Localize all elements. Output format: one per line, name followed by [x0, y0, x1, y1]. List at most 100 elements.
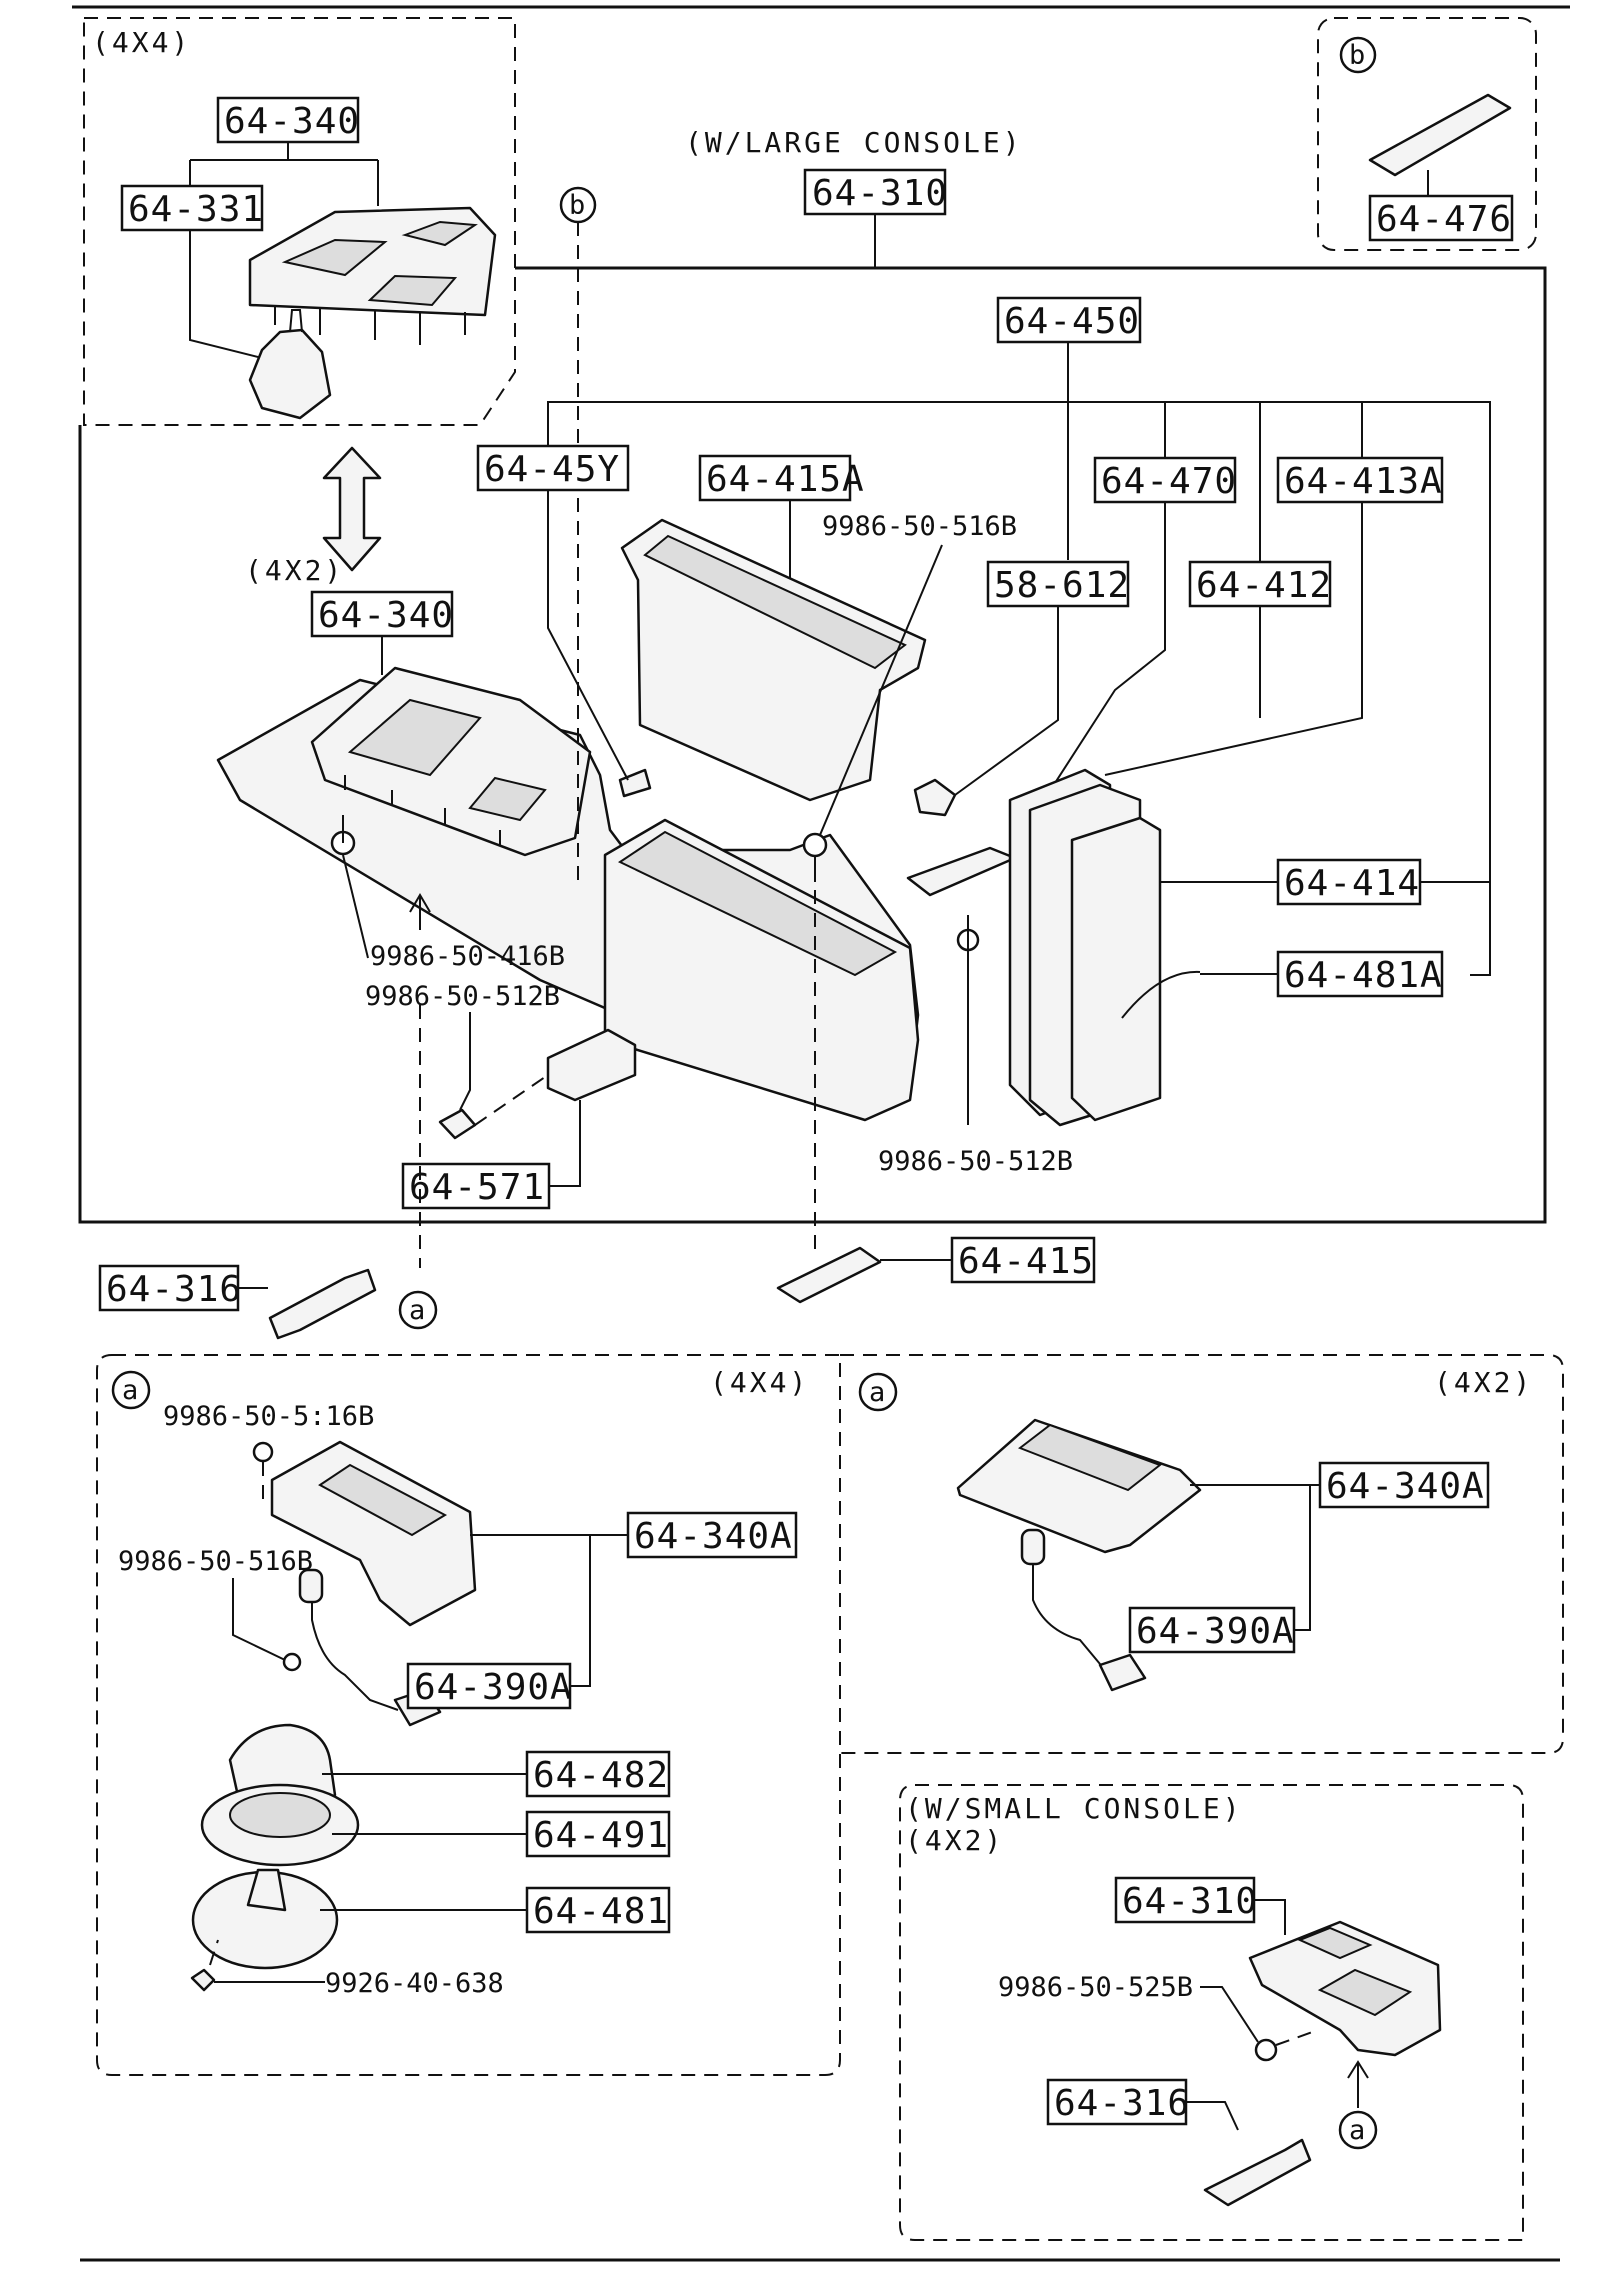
label-64-450-box — [996, 296, 1142, 344]
label-64-481a: 64-481A — [1284, 955, 1443, 996]
pad-64-415 — [776, 1246, 882, 1304]
leader-64-310-small — [1254, 1899, 1286, 1935]
bezel-4x2-window-2 — [468, 776, 547, 822]
label-64-476-box — [1368, 194, 1514, 242]
leader-f516-4x4-mid — [232, 1578, 286, 1661]
inset-a-4x2-frame — [840, 1354, 1564, 1754]
lid-64-414 — [1070, 816, 1162, 1122]
arrow-up-left — [409, 893, 431, 930]
tray-64-415a-opening — [643, 534, 907, 670]
label-f512-left: 9986-50-512B — [365, 981, 560, 1012]
label-64-481: 64-481 — [533, 1891, 669, 1932]
leader-64-340-4x4 — [189, 142, 379, 206]
screw-525b-dash — [1275, 2029, 1319, 2046]
label-64-310-top: 64-310 — [812, 173, 948, 214]
label-64-316-upper-box — [98, 1264, 240, 1312]
leader-64-571 — [549, 1100, 581, 1187]
screw-4x4-mid — [282, 1652, 302, 1672]
label-64-45y-box — [476, 444, 630, 492]
bracket-64-316-upper — [268, 1268, 377, 1340]
bulb-4x4 — [298, 1568, 324, 1604]
leader-64-470 — [1014, 402, 1166, 846]
screw-dash-left — [474, 1074, 549, 1126]
label-64-415-box — [950, 1236, 1096, 1284]
label-64-450: 64-450 — [1004, 301, 1140, 342]
bezel-4x4-pins — [274, 305, 466, 345]
label-f516-4x4-mid: 9986-50-516B — [118, 1546, 313, 1577]
bezel-4x4-window-2 — [367, 274, 458, 307]
bulb-4x2 — [1020, 1528, 1046, 1566]
leader-f512-left — [459, 1012, 471, 1111]
label-64-340-4x2-box — [310, 590, 454, 638]
switch-64-470 — [906, 846, 1017, 897]
label-64-491: 64-491 — [533, 1815, 669, 1856]
leader-64-316-small — [1186, 2101, 1239, 2131]
callout-b-top-right — [1339, 36, 1377, 74]
connector-4x2 — [1098, 1653, 1147, 1692]
leader-f516-large — [819, 544, 943, 836]
inset-b-frame — [1317, 17, 1537, 251]
leader-f525 — [1200, 1986, 1259, 2043]
label-64-310-top-box — [803, 168, 947, 216]
bezel-64-340a-4x4-indicator — [318, 1463, 448, 1537]
inset-small-console-frame — [899, 1784, 1524, 2241]
label-58-612: 58-612 — [994, 565, 1130, 606]
bezel-4x2-window-1 — [347, 698, 482, 777]
callout-b-label-2: b — [569, 190, 585, 221]
leader-64-340a-4x4 — [470, 1534, 628, 1687]
label-64-482-box — [525, 1750, 671, 1798]
bracket-64-571 — [546, 1028, 637, 1102]
label-64-413a-box — [1276, 456, 1444, 504]
label-f638: 9926-40-638 — [325, 1968, 504, 1999]
label-64-414: 64-414 — [1284, 863, 1420, 904]
console-bin-opening — [617, 830, 898, 977]
lid-strap — [1121, 970, 1201, 1019]
label-f525: 9986-50-525B — [998, 1972, 1193, 2003]
callout-a-label-2: a — [122, 1375, 138, 1406]
caption-4x2-right: (4X2) — [1434, 1366, 1533, 1399]
leader-64-340a-4x2 — [1190, 1484, 1320, 1631]
bulb-58-612 — [913, 778, 957, 817]
inset-4x4-frame — [83, 17, 516, 426]
label-64-491-box — [525, 1810, 671, 1858]
leader-64-331 — [189, 230, 271, 361]
label-f416: 9986-50-416B — [370, 941, 565, 972]
wire-4x4 — [311, 1590, 399, 1711]
caption-w-small-console: (W/SMALL CONSOLE) — [905, 1792, 1243, 1825]
label-64-415a: 64-415A — [706, 459, 865, 500]
label-64-390a-4x4: 64-390A — [414, 1667, 573, 1708]
bezel-64-340a-4x4 — [270, 1440, 477, 1627]
boot-64-481-top — [246, 1868, 287, 1912]
caption-w-large-console: (W/LARGE CONSOLE) — [685, 126, 1023, 159]
console-small-window-2 — [1317, 1968, 1413, 2017]
clip-516b — [802, 832, 828, 858]
label-64-310-small: 64-310 — [1122, 1881, 1258, 1922]
label-f516-large: 9986-50-516B — [822, 511, 1017, 542]
label-64-316-small: 64-316 — [1054, 2083, 1190, 2124]
shift-boot-4x4 — [248, 328, 332, 420]
clip-638-dash — [209, 1939, 219, 1966]
label-f512-right: 9986-50-512B — [878, 1146, 1073, 1177]
inset-a-4x4-frame — [96, 1354, 841, 2076]
caption-4x4-lower: (4X4) — [710, 1366, 809, 1399]
callout-a-label-1: a — [409, 1295, 425, 1326]
label-64-390a-4x2: 64-390A — [1136, 1611, 1295, 1652]
label-64-340a-4x2-box — [1318, 1461, 1490, 1509]
label-64-340a-4x4-box — [626, 1511, 798, 1559]
label-64-45y: 64-45Y — [484, 449, 620, 490]
swap-double-arrow — [322, 446, 382, 572]
label-64-316-upper: 64-316 — [106, 1269, 242, 1310]
leader-58-612 — [954, 606, 1059, 796]
caption-4x2-small: (4X2) — [905, 1824, 1004, 1857]
label-64-310-small-box — [1114, 1876, 1256, 1924]
caption-4x2-upper: (4X2) — [245, 554, 344, 587]
bracket-right — [547, 401, 1491, 976]
leader-64-413a — [1104, 402, 1363, 776]
label-f516-4x4-top: 9986-50-5:16B — [163, 1401, 374, 1432]
label-64-415a-box — [698, 454, 852, 502]
label-64-470: 64-470 — [1101, 461, 1237, 502]
clip-64-45y — [618, 768, 652, 798]
label-64-476: 64-476 — [1376, 199, 1512, 240]
tray-64-415a — [620, 518, 927, 802]
